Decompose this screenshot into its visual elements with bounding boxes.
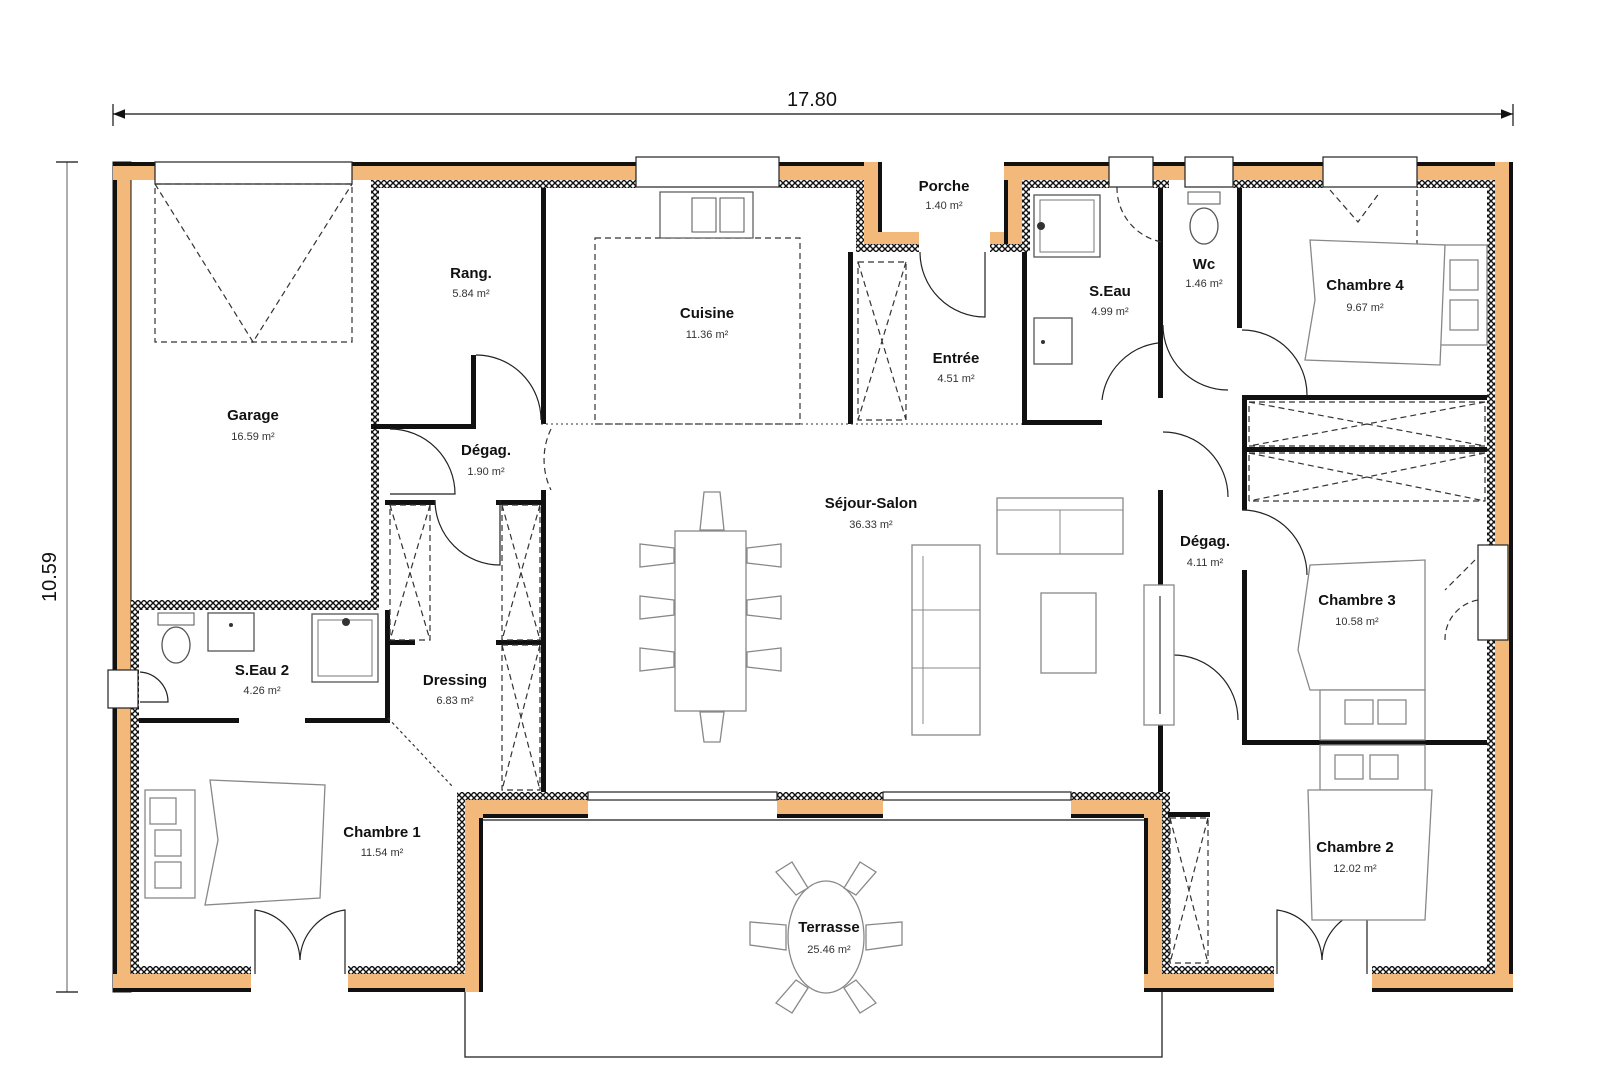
terrace-table-set xyxy=(749,861,903,1014)
sink-icon xyxy=(659,191,754,239)
washbasin-icon xyxy=(1033,317,1073,365)
room-name: S.Eau xyxy=(1089,283,1131,300)
room-name: Dégag. xyxy=(461,442,511,459)
dining-set xyxy=(639,491,782,743)
room-sejour-salon[interactable]: Séjour-Salon 36.33 m² xyxy=(825,495,918,531)
sofa-icon xyxy=(911,544,981,736)
room-terrasse[interactable]: Terrasse 25.46 m² xyxy=(798,919,859,956)
room-name: Dégag. xyxy=(1180,533,1230,550)
room-area: 25.46 m² xyxy=(807,944,851,956)
toilet-2-icon xyxy=(161,626,191,664)
room-garage[interactable]: Garage 16.59 m² xyxy=(227,407,279,443)
room-name: Entrée xyxy=(933,350,980,367)
room-chambre3[interactable]: Chambre 3 10.58 m² xyxy=(1318,592,1396,628)
bed-chambre2 xyxy=(1307,744,1433,921)
room-seau2[interactable]: S.Eau 2 4.26 m² xyxy=(235,662,289,697)
room-seau[interactable]: S.Eau 4.99 m² xyxy=(1089,283,1131,318)
washbasin-2-icon xyxy=(207,612,255,652)
room-area: 1.40 m² xyxy=(925,200,963,212)
dimension-height: 10.59 xyxy=(39,161,78,993)
room-name: Séjour-Salon xyxy=(825,495,918,512)
room-name: Chambre 1 xyxy=(343,824,421,841)
room-area: 10.58 m² xyxy=(1335,616,1379,628)
room-cuisine[interactable]: Cuisine 11.36 m² xyxy=(680,305,734,341)
room-name: Dressing xyxy=(423,672,487,689)
room-chambre2[interactable]: Chambre 2 12.02 m² xyxy=(1316,839,1394,875)
bed-chambre3 xyxy=(1297,559,1426,741)
room-name: Chambre 2 xyxy=(1316,839,1394,856)
room-degag-2[interactable]: Dégag. 4.11 m² xyxy=(1180,533,1230,569)
room-area: 9.67 m² xyxy=(1346,302,1384,314)
interior-walls xyxy=(139,188,1487,817)
room-area: 11.54 m² xyxy=(361,847,404,859)
dining-table-icon xyxy=(674,530,747,712)
room-degag-1[interactable]: Dégag. 1.90 m² xyxy=(461,442,511,478)
room-chambre1[interactable]: Chambre 1 11.54 m² xyxy=(343,824,421,859)
toilet-icon xyxy=(1189,207,1219,245)
room-area: 6.83 m² xyxy=(436,695,474,707)
room-labels: Garage 16.59 m² Rang. 5.84 m² Cuisine 11… xyxy=(227,178,1404,956)
room-porche[interactable]: Porche 1.40 m² xyxy=(919,178,970,212)
room-area: 11.36 m² xyxy=(686,329,729,341)
room-rangement[interactable]: Rang. 5.84 m² xyxy=(450,265,492,300)
room-name: S.Eau 2 xyxy=(235,662,289,679)
room-name: Chambre 3 xyxy=(1318,592,1396,609)
room-chambre4[interactable]: Chambre 4 9.67 m² xyxy=(1326,277,1404,314)
room-area: 4.99 m² xyxy=(1091,306,1129,318)
room-area: 1.90 m² xyxy=(467,466,505,478)
room-name: Garage xyxy=(227,407,279,424)
room-area: 4.51 m² xyxy=(937,373,975,385)
room-area: 16.59 m² xyxy=(231,431,275,443)
dimension-width: 17.80 xyxy=(112,89,1514,126)
room-name: Rang. xyxy=(450,265,492,282)
room-area: 5.84 m² xyxy=(452,288,490,300)
kitchen-fixtures xyxy=(594,191,801,425)
room-area: 4.11 m² xyxy=(1187,557,1224,569)
coffee-table-icon xyxy=(1040,592,1097,674)
insulation-layers xyxy=(131,180,1495,974)
toilet-tank-icon xyxy=(1187,191,1221,205)
bathroom-fixtures xyxy=(157,191,1221,683)
closets xyxy=(389,261,1486,964)
room-area: 36.33 m² xyxy=(849,519,893,531)
kitchen-window xyxy=(635,156,780,188)
room-area: 4.26 m² xyxy=(243,685,281,697)
windows xyxy=(107,156,1509,801)
living-set xyxy=(911,497,1175,736)
room-wc[interactable]: Wc 1.46 m² xyxy=(1185,256,1223,290)
doors xyxy=(139,186,1479,974)
room-area: 1.46 m² xyxy=(1185,278,1223,290)
room-dressing[interactable]: Dressing 6.83 m² xyxy=(423,672,487,707)
room-entree[interactable]: Entrée 4.51 m² xyxy=(933,350,980,385)
room-area: 12.02 m² xyxy=(1333,863,1377,875)
round-table-icon xyxy=(787,880,865,994)
garage-door xyxy=(154,161,353,185)
garage-door-swing xyxy=(154,183,353,344)
room-name: Wc xyxy=(1193,256,1216,273)
room-name: Terrasse xyxy=(798,919,859,936)
room-name: Chambre 4 xyxy=(1326,277,1404,294)
room-name: Porche xyxy=(919,178,970,195)
height-dimension-label: 10.59 xyxy=(39,552,61,602)
bed-chambre4 xyxy=(1304,239,1488,366)
width-dimension-label: 17.80 xyxy=(787,89,837,111)
bed-chambre1 xyxy=(144,779,326,906)
room-name: Cuisine xyxy=(680,305,734,322)
